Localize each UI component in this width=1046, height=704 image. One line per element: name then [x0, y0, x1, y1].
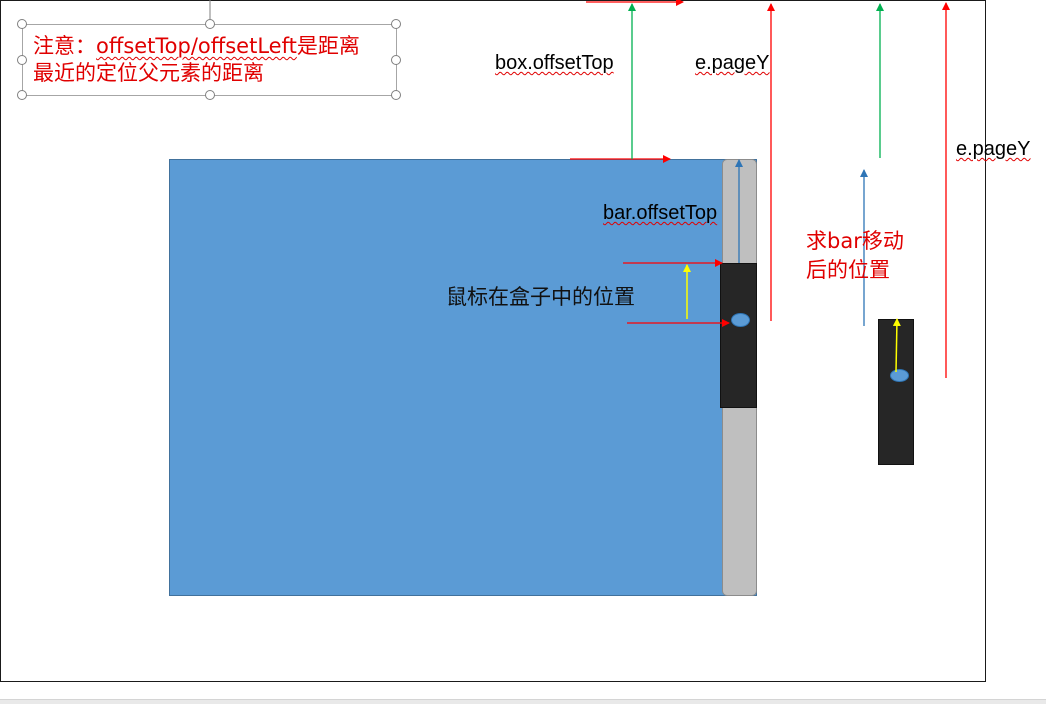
mouse-pointer-dot-moved — [890, 369, 909, 382]
note-line2: 最近的定位父元素的距离 — [33, 61, 264, 85]
mouse-in-moved-bar-arrow — [892, 318, 901, 373]
label-bar-moved-position: 求bar移动后的位置 — [806, 229, 904, 282]
resize-handle-bottom-left[interactable] — [17, 90, 27, 100]
resize-handle-bottom-right[interactable] — [391, 90, 401, 100]
label-e-page-y-1: e.pageY — [695, 52, 770, 74]
resize-handle-top-left[interactable] — [17, 19, 27, 29]
resize-handle-top-right[interactable] — [391, 19, 401, 29]
note-prefix: 注意： — [33, 34, 96, 58]
note-code: offsetTop/offsetLeft — [96, 34, 297, 58]
label-bar-offset-top: bar.offsetTop — [603, 202, 718, 224]
resize-handle-bottom[interactable] — [205, 90, 215, 100]
resize-handle-left[interactable] — [17, 55, 27, 65]
mouse-pointer-dot — [731, 313, 750, 327]
resize-handle-right[interactable] — [391, 55, 401, 65]
page-bottom-edge — [0, 699, 1046, 704]
scroll-bar-current — [720, 263, 757, 408]
note-line1-suffix: 是距离 — [296, 34, 360, 58]
scroll-bar-moved — [878, 319, 914, 465]
note-text: 注意：offsetTop/offsetLeft是距离 最近的定位父元素的距离 — [33, 33, 393, 87]
resize-handle-top[interactable] — [205, 19, 215, 29]
box-container — [169, 159, 757, 596]
label-box-offset-top: box.offsetTop — [495, 52, 614, 74]
label-e-page-y-2: e.pageY — [956, 138, 1031, 160]
label-mouse-in-box: 鼠标在盒子中的位置 — [446, 285, 635, 309]
